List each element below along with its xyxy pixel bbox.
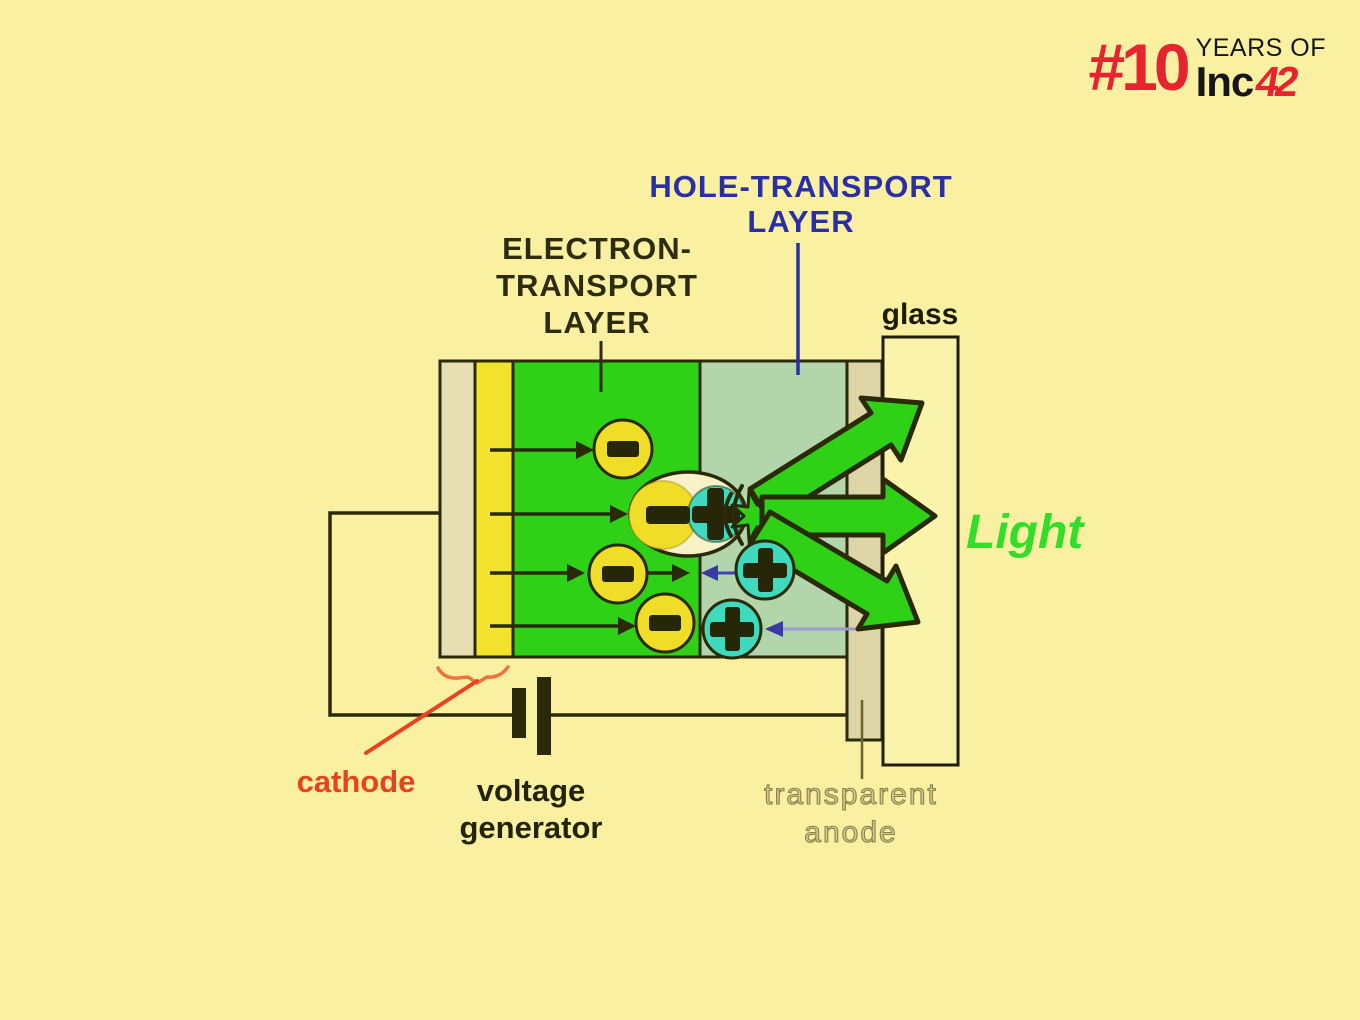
electron-particle <box>592 418 654 480</box>
battery-long-plate <box>537 677 551 755</box>
battery-short-plate <box>512 688 526 738</box>
cathode-brace <box>436 665 510 686</box>
electron-arrow <box>490 564 585 582</box>
logo-42: 42 <box>1252 58 1300 105</box>
inc42-logo: #10 YEARS OF Inc 42 <box>1088 30 1326 106</box>
hole-layer-label-line1: HOLE-TRANSPORT <box>649 169 952 204</box>
cathode-pointer-line <box>364 679 479 755</box>
minus-icon <box>602 566 634 582</box>
plus-icon <box>725 607 740 651</box>
voltage-generator-label-line2: generator <box>460 810 603 845</box>
electron-particle <box>587 543 649 605</box>
electron-particle <box>634 592 696 654</box>
minus-icon <box>649 615 681 631</box>
logo-right-block: YEARS OF Inc 42 <box>1195 34 1326 106</box>
electron-arrow <box>490 617 636 635</box>
logo-years-of: YEARS OF <box>1195 34 1326 62</box>
light-arrow-up <box>747 395 925 524</box>
voltage-generator-label-line1: voltage <box>477 773 586 808</box>
electron-layer-label-line3: LAYER <box>543 305 650 340</box>
light-label: Light <box>966 506 1085 559</box>
hole-arrow <box>765 621 862 637</box>
minus-icon <box>607 441 639 457</box>
electron-layer-label-line1: ELECTRON- <box>502 231 692 266</box>
cathode-label: cathode <box>297 764 416 799</box>
logo-inc42-row: Inc 42 <box>1195 58 1326 105</box>
plus-icon <box>758 548 773 592</box>
cathode-layer <box>473 359 515 659</box>
hole-particle <box>701 598 763 660</box>
recombination-site <box>628 470 748 558</box>
electron-arrow <box>490 441 594 459</box>
transparent-anode-label-line2: anode <box>804 816 897 849</box>
hole-layer-label-line2: LAYER <box>747 204 854 239</box>
glass-label: glass <box>882 298 959 331</box>
electron-arrow <box>490 505 628 523</box>
minus-icon <box>646 506 690 524</box>
hole-particle <box>734 539 796 601</box>
left-electrode-layer <box>438 359 477 659</box>
logo-hash10: #10 <box>1088 30 1190 104</box>
transparent-anode-label-line1: transparent <box>764 778 938 811</box>
hole-arrow <box>701 565 735 581</box>
electron-arrow <box>645 564 690 582</box>
plus-icon <box>707 488 724 540</box>
electron-layer-label-line2: TRANSPORT <box>496 268 698 303</box>
logo-inc: Inc <box>1195 58 1255 105</box>
